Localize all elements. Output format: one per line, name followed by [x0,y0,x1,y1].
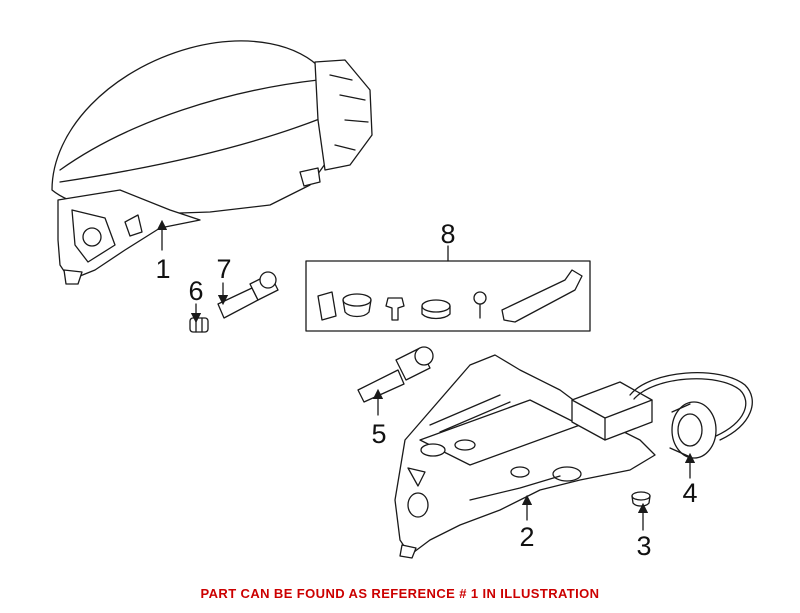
ballast-module[interactable] [571,381,653,441]
bulb-socket-small[interactable] [189,317,209,333]
kit-bolt [385,297,405,321]
footer-note: PART CAN BE FOUND AS REFERENCE # 1 IN IL… [200,586,600,601]
bulb-with-connector[interactable] [357,346,434,403]
kit-bracket [501,269,583,323]
kit-clip [317,291,337,321]
callout-7: 7 [216,254,231,284]
headlamp-housing[interactable] [394,354,656,559]
callout-1: 1 [155,254,170,284]
kit-nut [421,299,451,313]
dust-cap-with-harness[interactable] [629,372,753,459]
callout-4: 4 [682,478,697,508]
hardware-kit-box[interactable] [305,260,591,332]
grommet[interactable] [631,491,651,507]
bulb[interactable] [217,271,279,319]
kit-ring [342,293,372,307]
callout-2: 2 [519,522,534,552]
callout-3: 3 [636,531,651,561]
kit-screw [473,291,487,305]
callout-6: 6 [188,276,203,306]
headlamp-assembly[interactable] [51,40,373,285]
leader-lines [156,219,696,531]
callout-8: 8 [440,219,455,249]
callout-5: 5 [371,419,386,449]
